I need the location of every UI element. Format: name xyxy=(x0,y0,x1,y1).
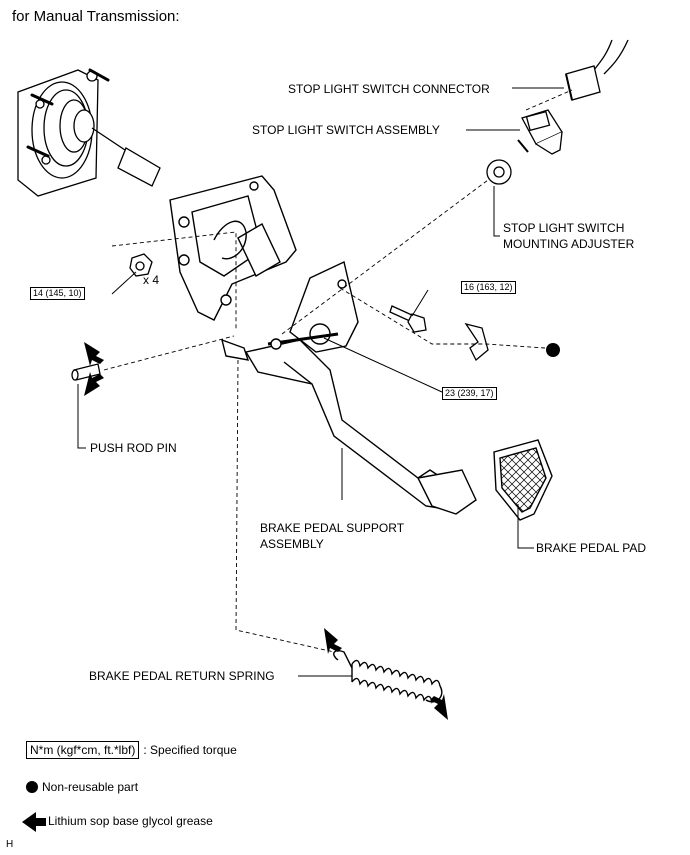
clip-drawing xyxy=(464,322,489,362)
label-mounting-adjuster-line1: STOP LIGHT SWITCH xyxy=(503,221,625,235)
return-spring-drawing xyxy=(333,650,443,705)
legend-torque-box: N*m (kgf*cm, ft.*lbf) xyxy=(26,741,140,759)
switch-connector xyxy=(565,39,629,101)
legend-non-reusable-text: Non-reusable part xyxy=(42,780,139,794)
pedal-bracket xyxy=(169,175,359,361)
bolt-drawing xyxy=(389,305,427,333)
dashed-guides xyxy=(103,89,573,653)
filled-circle-icon xyxy=(26,781,38,793)
legend-non-reusable: Non-reusable part xyxy=(26,780,138,794)
label-support-assembly-line2: ASSEMBLY xyxy=(260,537,324,551)
legend-grease-text: Lithium sop base glycol grease xyxy=(48,814,213,828)
legend-torque: N*m (kgf*cm, ft.*lbf) : Specified torque xyxy=(26,741,237,759)
nut-drawing xyxy=(129,253,153,277)
corner-mark: H xyxy=(6,839,14,850)
brake-pedal-pad-drawing xyxy=(493,439,553,521)
label-stop-light-switch-connector: STOP LIGHT SWITCH CONNECTOR xyxy=(288,82,490,96)
brake-pedal-arm xyxy=(244,332,477,515)
legend-torque-text: : Specified torque xyxy=(143,743,237,757)
mounting-adjuster xyxy=(486,159,512,185)
torque-pedal-bolt: 23 (239, 17) xyxy=(442,387,497,400)
torque-bolt: 16 (163, 12) xyxy=(461,281,516,294)
diagram-title: for Manual Transmission: xyxy=(12,8,180,25)
grease-arrow-icons xyxy=(22,342,448,832)
booster-studs xyxy=(26,68,110,158)
label-return-spring: BRAKE PEDAL RETURN SPRING xyxy=(89,669,275,683)
label-mounting-adjuster-line2: MOUNTING ADJUSTER xyxy=(503,237,635,251)
leader-lines xyxy=(77,87,564,677)
non-reusable-marker xyxy=(546,343,560,357)
label-quantity: x 4 xyxy=(143,273,160,287)
label-push-rod-pin: PUSH ROD PIN xyxy=(90,441,177,455)
label-support-assembly-line1: BRAKE PEDAL SUPPORT xyxy=(260,521,405,535)
brake-booster xyxy=(17,69,161,197)
switch-assembly xyxy=(517,109,563,155)
label-brake-pedal-pad: BRAKE PEDAL PAD xyxy=(536,541,647,555)
label-stop-light-switch-assembly: STOP LIGHT SWITCH ASSEMBLY xyxy=(252,123,440,137)
legend-grease: Lithium sop base glycol grease xyxy=(48,814,213,828)
torque-nut: 14 (145, 10) xyxy=(30,287,85,300)
